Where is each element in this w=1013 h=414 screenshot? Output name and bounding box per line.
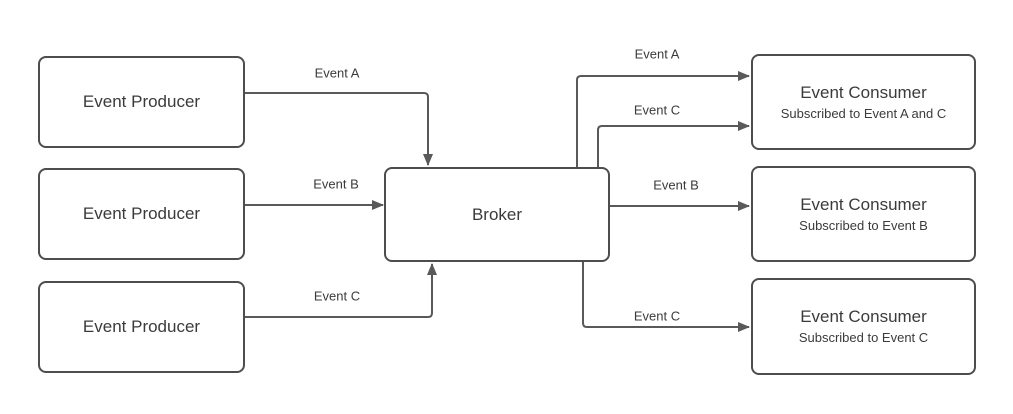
edge-label-producer3-event-c: Event C (310, 288, 364, 304)
edge-label-broker-consumer3-event-c: Event C (630, 308, 684, 324)
edge-label-broker-consumer1-event-c: Event C (630, 102, 684, 118)
edge-label-producer2-event-b: Event B (310, 176, 362, 192)
broker-box: Broker (384, 167, 610, 262)
edge-producer1-to-broker (245, 92, 433, 166)
edge-label-broker-consumer1-event-a: Event A (631, 46, 683, 62)
event-producer-3-title: Event Producer (82, 317, 201, 336)
event-consumer-2-title: Event Consumer (800, 194, 927, 214)
event-consumer-1-subtitle: Subscribed to Event A and C (780, 105, 947, 121)
broker-title: Broker (471, 204, 523, 224)
event-consumer-2-subtitle: Subscribed to Event B (799, 217, 928, 233)
edge-broker-to-consumer3-event-c (582, 262, 750, 332)
event-producer-2-title: Event Producer (82, 204, 201, 223)
event-producer-1-box: Event Producer (38, 56, 245, 148)
event-producer-3-box: Event Producer (38, 281, 245, 373)
event-consumer-3-subtitle: Subscribed to Event C (798, 330, 929, 345)
edge-label-broker-consumer2-event-b: Event B (650, 177, 702, 193)
edge-producer3-to-broker (245, 263, 437, 318)
event-consumer-2-box: Event Consumer Subscribed to Event B (751, 166, 976, 262)
event-producer-2-box: Event Producer (38, 168, 245, 260)
event-consumer-3-box: Event Consumer Subscribed to Event C (751, 278, 976, 375)
edge-label-producer1-event-a: Event A (311, 65, 363, 81)
event-consumer-1-box: Event Consumer Subscribed to Event A and… (751, 54, 976, 150)
event-consumer-3-title: Event Consumer (800, 307, 927, 326)
event-consumer-1-title: Event Consumer (800, 82, 927, 102)
event-producer-1-title: Event Producer (82, 92, 201, 111)
edge-broker-to-consumer1-event-c (597, 121, 750, 167)
edge-broker-to-consumer1-event-a (576, 71, 750, 167)
